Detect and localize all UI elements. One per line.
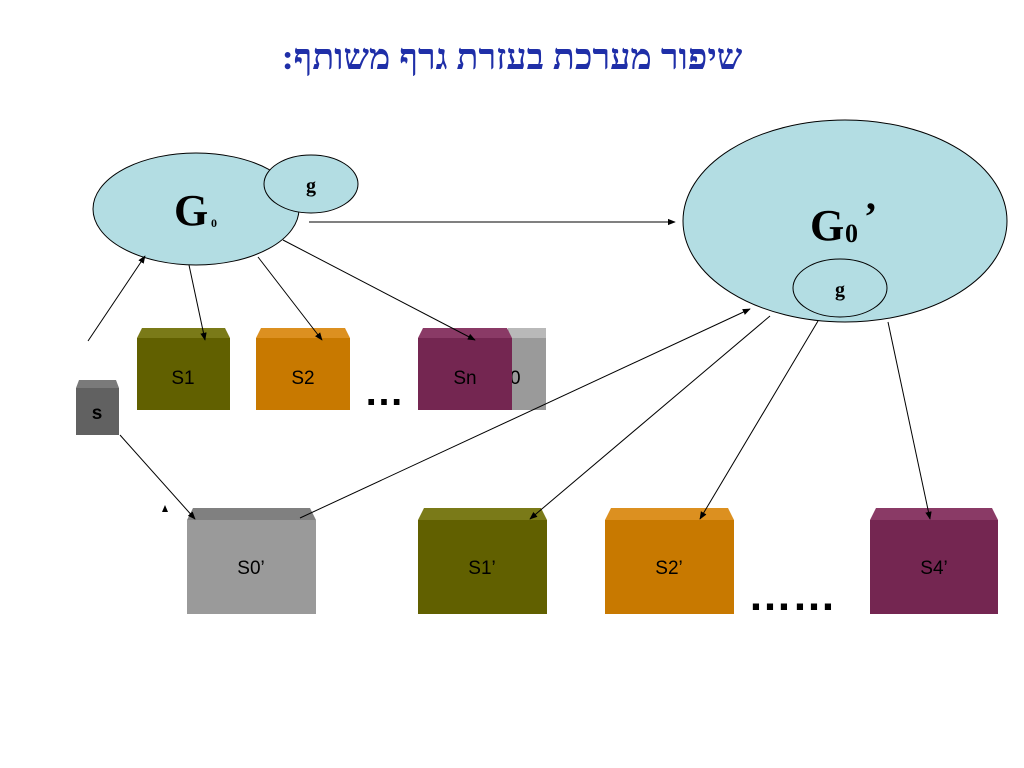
box-sn-label: Sn bbox=[453, 368, 476, 389]
subgraph-g-right-label: g bbox=[835, 279, 845, 301]
graph-g0: G 0 bbox=[92, 152, 300, 266]
box-s4-prime: S4’ bbox=[870, 508, 998, 614]
top-ellipsis: … bbox=[364, 370, 404, 414]
box-s0-prime: S0’ bbox=[187, 508, 316, 614]
graph-g0-label: G bbox=[174, 186, 208, 235]
box-sn: Sn bbox=[418, 328, 512, 410]
box-s1-prime-label: S1’ bbox=[468, 558, 495, 579]
box-small-s: s bbox=[76, 380, 119, 435]
subgraph-g-left-label: g bbox=[306, 175, 316, 197]
stray-arrowhead bbox=[162, 505, 168, 512]
graph-g0-subscript: 0 bbox=[211, 216, 217, 230]
hidden-box-partial-label: 0 bbox=[510, 368, 521, 389]
edge-g0-prime-to-s4-prime bbox=[887, 321, 932, 520]
graph-g0-prime-subscript: 0 bbox=[845, 219, 858, 248]
edge-g0-prime-to-s2-prime bbox=[699, 320, 819, 520]
box-s2-prime: S2’ bbox=[605, 508, 734, 614]
box-s2-label: S2 bbox=[291, 368, 314, 389]
box-s4-prime-label: S4’ bbox=[920, 558, 947, 579]
edge-s-to-s0-prime bbox=[119, 434, 196, 520]
graph-g0-prime-mark: ’ bbox=[864, 194, 877, 239]
graph-g0-prime: G 0 ’ bbox=[682, 119, 1008, 323]
graph-g0-prime-label: G bbox=[810, 201, 844, 250]
box-s2: S2 bbox=[256, 328, 350, 410]
edge-g0-to-sn bbox=[282, 239, 476, 341]
box-s1: S1 bbox=[137, 328, 230, 410]
subgraph-g-left: g bbox=[263, 154, 359, 214]
box-hidden-behind-sn: 0 bbox=[508, 328, 546, 410]
bottom-ellipsis: …… bbox=[748, 571, 836, 620]
edge-g0-to-s1 bbox=[188, 264, 207, 341]
edges bbox=[87, 218, 932, 520]
box-s1-prime: S1’ bbox=[418, 508, 547, 614]
edge-s0-prime-to-g0-prime bbox=[299, 308, 751, 519]
box-s1-label: S1 bbox=[171, 368, 194, 389]
box-s0-prime-label: S0’ bbox=[237, 558, 264, 579]
subgraph-g-right: g bbox=[792, 258, 888, 318]
edge-g0-prime-to-s1-prime bbox=[529, 315, 771, 520]
edge-into-g0 bbox=[87, 255, 146, 342]
slide-title: שיפור מערכת בעזרת גרף משותף: bbox=[281, 37, 743, 77]
edge-g0-to-s2 bbox=[257, 256, 323, 341]
box-s2-prime-label: S2’ bbox=[655, 558, 682, 579]
box-small-s-label: s bbox=[92, 403, 103, 424]
